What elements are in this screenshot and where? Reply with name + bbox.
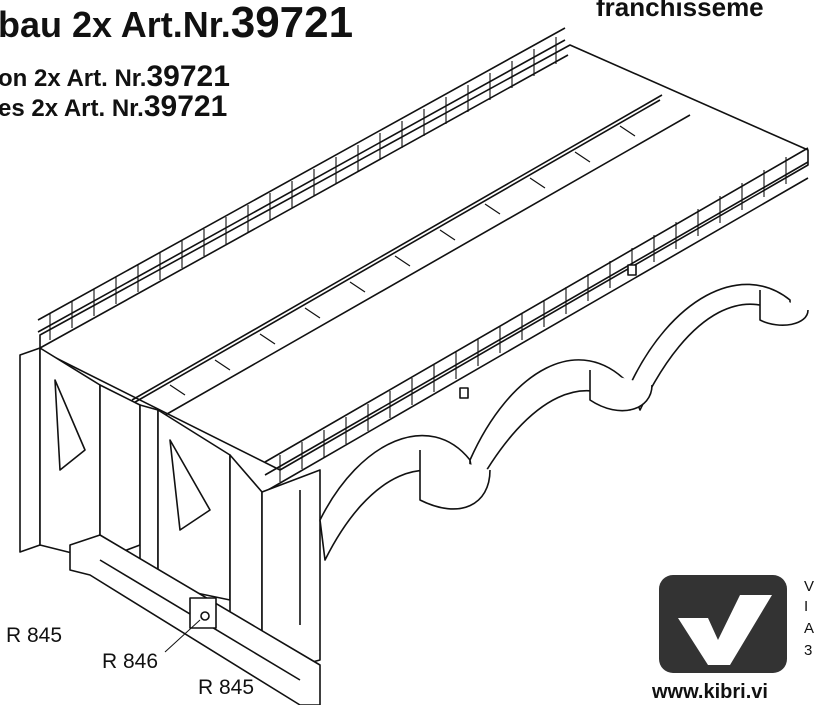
part-label-r846: R 846 xyxy=(102,650,159,673)
logo-edge-letter: 3 xyxy=(804,642,813,659)
center-rail-band xyxy=(129,94,691,419)
logo-edge-letter: I xyxy=(804,598,809,615)
part-label-r845-left: R 845 xyxy=(6,624,63,647)
right-railing xyxy=(264,147,809,491)
leader-line xyxy=(164,619,201,653)
viessmann-logo xyxy=(659,575,787,673)
website-link[interactable]: www.kibri.vi xyxy=(652,681,768,703)
title-number: 39721 xyxy=(230,0,354,47)
part-label-r845-right: R 845 xyxy=(198,676,255,699)
line3-number: 39721 xyxy=(143,90,228,123)
subtitle-line-3: es 2x Art. Nr.39721 xyxy=(0,90,227,124)
left-railing xyxy=(37,27,569,349)
logo-edge-letter: A xyxy=(804,620,814,637)
logo-edge-letter: V xyxy=(804,578,814,595)
line2-number: 39721 xyxy=(146,60,230,93)
support-beam-part xyxy=(69,534,321,705)
line3-prefix: es 2x Art. Nr. xyxy=(0,95,144,122)
center-rail-ties xyxy=(169,125,636,396)
arches xyxy=(319,264,809,561)
abutment xyxy=(19,347,321,676)
line2-prefix: on 2x Art. Nr. xyxy=(0,65,147,92)
french-heading: franchisseme xyxy=(596,0,764,22)
subtitle-line-2: on 2x Art. Nr.39721 xyxy=(0,60,230,94)
title-prefix: bau 2x Art.Nr. xyxy=(0,4,231,45)
title-heading: bau 2x Art.Nr.39721 xyxy=(0,0,353,48)
